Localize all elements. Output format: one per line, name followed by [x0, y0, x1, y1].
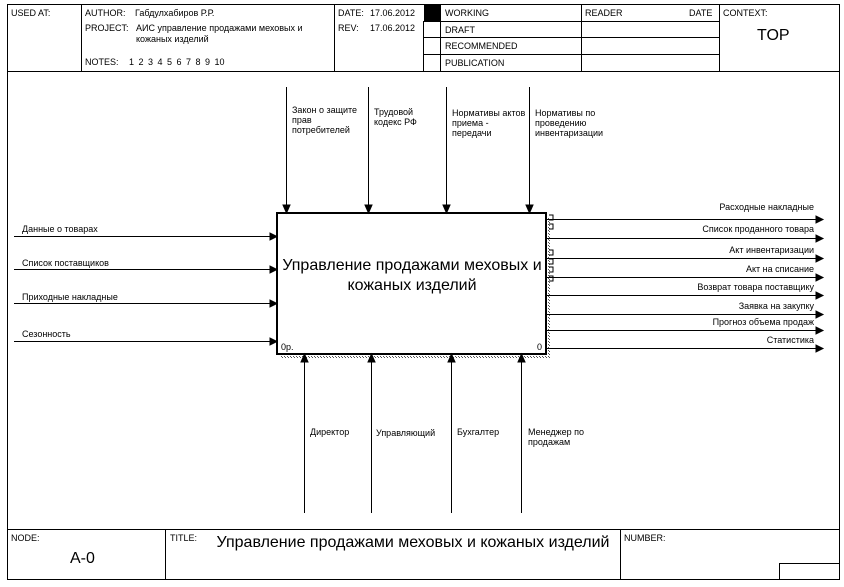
output-arrows: [546, 215, 825, 353]
author-value: Габдулхабиров Р.Р.: [135, 8, 215, 18]
output-label[interactable]: Возврат товара поставщику: [697, 282, 814, 292]
status-draft: DRAFT: [445, 25, 475, 35]
input-label[interactable]: Список поставщиков: [22, 258, 109, 268]
context-value: TOP: [757, 27, 790, 44]
control-label[interactable]: Закон о защите прав потребителей: [292, 105, 358, 135]
node-value: А-0: [70, 550, 95, 567]
output-label[interactable]: Список проданного товара: [702, 224, 814, 234]
date-value: 17.06.2012: [370, 8, 416, 18]
activity-left-code: 0р.: [281, 342, 294, 352]
project-value: АИС управление продажами меховых и кожан…: [136, 23, 303, 44]
used-at-label: USED AT:: [11, 8, 51, 18]
control-label[interactable]: Нормативы по проведению инвентаризации: [535, 108, 604, 138]
status-recommended: RECOMMENDED: [445, 41, 518, 51]
control-arrows: [282, 87, 534, 215]
notes-label: NOTES:: [85, 57, 119, 67]
title-label: TITLE:: [170, 533, 198, 543]
input-label[interactable]: Сезонность: [22, 329, 71, 339]
diagram-title: Управление продажами меховых и кожаных и…: [216, 534, 610, 551]
project-label: PROJECT:: [85, 23, 129, 33]
status-working: WORKING: [445, 8, 489, 18]
node-label: NODE:: [11, 533, 40, 543]
activity-title[interactable]: Управление продажами меховых и кожаных и…: [282, 257, 542, 294]
activity-box: [276, 212, 547, 355]
reader-date-label: DATE: [689, 8, 713, 18]
output-label[interactable]: Акт на списание: [745, 264, 814, 274]
mechanism-label[interactable]: Бухгалтер: [457, 427, 500, 437]
working-status-marker: [424, 5, 440, 21]
mechanism-arrows: [300, 352, 526, 513]
mechanism-label[interactable]: Директор: [310, 427, 350, 437]
control-label[interactable]: Трудовой кодекс РФ: [374, 107, 417, 127]
rev-label: REV:: [338, 23, 359, 33]
notes-value: 1 2 3 4 5 6 7 8 9 10: [129, 57, 225, 67]
output-label[interactable]: Статистика: [766, 335, 814, 345]
input-label[interactable]: Приходные накладные: [22, 292, 118, 302]
input-label[interactable]: Данные о товарах: [22, 224, 98, 234]
control-label[interactable]: Нормативы актов приема - передачи: [452, 108, 526, 138]
input-arrows: [14, 232, 279, 346]
output-label[interactable]: Заявка на закупку: [738, 301, 814, 311]
rev-value: 17.06.2012: [370, 23, 416, 33]
output-label[interactable]: Расходные накладные: [719, 202, 814, 212]
tunnel-brackets: [549, 214, 554, 282]
mechanism-label[interactable]: Управляющий: [376, 428, 436, 438]
context-label: CONTEXT:: [723, 8, 768, 18]
status-publication: PUBLICATION: [445, 58, 505, 68]
output-label[interactable]: Акт инвентаризации: [729, 245, 814, 255]
reader-label: READER: [585, 8, 623, 18]
date-label: DATE:: [338, 8, 364, 18]
activity-right-code: 0: [537, 342, 543, 352]
number-label: NUMBER:: [624, 533, 666, 543]
mechanism-label[interactable]: Менеджер по продажам: [528, 427, 585, 447]
output-label[interactable]: Прогноз объема продаж: [712, 317, 814, 327]
author-label: AUTHOR:: [85, 8, 126, 18]
